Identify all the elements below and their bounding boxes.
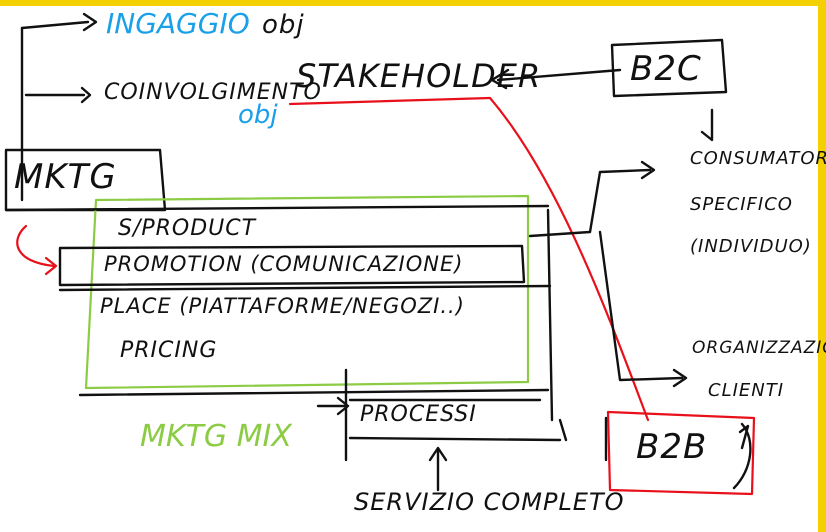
consumatori-label-2: SPECIFICO [690, 194, 793, 215]
b2c-box [610, 38, 728, 98]
coinvolgimento-label: COINVOLGIMENTO [104, 80, 322, 105]
b2c-label: B2C [630, 49, 702, 89]
stakeholder-label: STAKEHOLDER [296, 57, 542, 95]
b2b-label: B2B [636, 427, 708, 467]
connector-to-organizzazioni [598, 230, 684, 382]
promotion-label: PROMOTION (COMUNICAZIONE) [104, 252, 464, 276]
mktg-label: MKTG [14, 157, 117, 197]
organizzazioni-label-1: ORGANIZZAZIONI [692, 338, 826, 358]
obj-label-blue: obj [238, 100, 278, 130]
organizzazioni-label-2: CLIENTI [708, 380, 785, 401]
arrowhead-organizzazioni [672, 368, 688, 388]
b2b-arrow [738, 424, 750, 450]
arrowhead-processi [336, 396, 350, 416]
pricing-underline [58, 284, 552, 292]
arrowhead-coinvolgimento [80, 86, 92, 104]
place-label: PLACE (PIATTAFORME/NEGOZI..) [100, 294, 465, 318]
consumatori-label-3: (INDIVIDUO) [690, 236, 812, 257]
red-underline-stakeholder [288, 96, 492, 106]
pricing-label: PRICING [120, 338, 218, 363]
red-curve-arrow [16, 224, 56, 268]
arrow-b2c-to-stakeholder [496, 68, 622, 82]
red-arrowhead [44, 256, 58, 276]
black-frame-top [4, 204, 550, 212]
arrowhead-stakeholder [490, 68, 510, 90]
promotion-outline [58, 244, 526, 287]
mktg-mix-box [84, 194, 530, 390]
servizio-label: SERVIZIO COMPLETO [354, 488, 625, 516]
red-diagonal [488, 96, 650, 422]
processi-label: PROCESSI [360, 402, 477, 427]
ingaggio-label: INGAGGIO [106, 7, 250, 40]
black-frame-bottom [78, 388, 550, 397]
top-frame-bar [0, 0, 826, 6]
arrow-to-ingaggio [20, 20, 90, 30]
arrowhead-ingaggio [82, 12, 98, 32]
arrowhead-consumatori [640, 160, 656, 180]
b2b-red-box [606, 410, 756, 496]
arrowhead-servizio [428, 446, 448, 462]
obj-label-top: obj [262, 10, 305, 40]
consumatori-label-1: CONSUMATORI [690, 148, 826, 169]
mktg-mix-label: MKTG MIX [140, 419, 292, 454]
arrow-b2c-down [700, 108, 714, 142]
s-product-label: S/PRODUCT [118, 216, 257, 241]
connector-to-consumatori [528, 168, 652, 238]
right-frame-bar [818, 0, 826, 532]
black-frame-right [546, 208, 554, 422]
processi-box-lines [348, 398, 568, 442]
